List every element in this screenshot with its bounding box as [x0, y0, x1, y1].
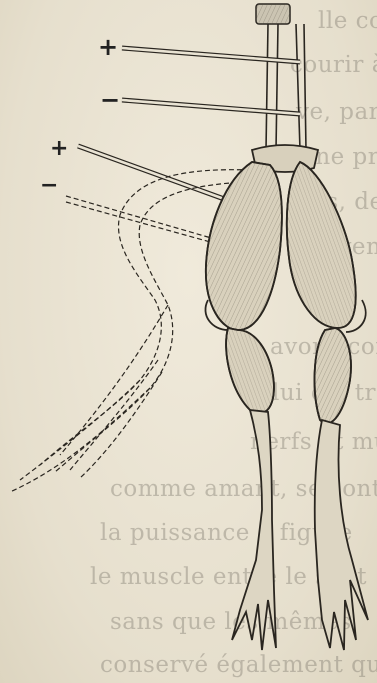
electrode-plus-top — [122, 48, 300, 62]
electrode-plus-bottom — [78, 146, 238, 204]
electrode-minus-top — [122, 100, 300, 114]
right-foot — [315, 420, 368, 650]
minus-label: − — [100, 86, 120, 114]
clamp — [256, 4, 306, 150]
left-foot — [232, 410, 276, 650]
plus-label: + — [98, 33, 118, 61]
minus-label: − — [40, 173, 58, 198]
plus-label: + — [50, 136, 68, 161]
frog-legs — [205, 145, 368, 650]
electrode-minus-bottom — [66, 196, 232, 248]
